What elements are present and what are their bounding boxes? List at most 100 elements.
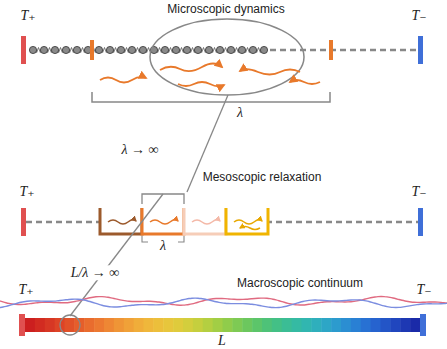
hot-bath <box>19 314 25 336</box>
bead <box>183 46 190 53</box>
fluctuation-wave <box>0 298 447 308</box>
temperature-label: T₊ <box>18 184 35 199</box>
bead <box>260 46 267 53</box>
cold-bath <box>418 36 423 64</box>
temperature-segment <box>311 318 321 332</box>
bead <box>29 46 36 53</box>
wave-arrow <box>240 69 300 74</box>
zoom-line <box>70 194 163 316</box>
temperature-segment <box>173 318 183 332</box>
hot-bath <box>21 36 26 64</box>
length-bracket <box>92 92 330 102</box>
wave-arrow <box>192 220 220 224</box>
drawing-part <box>25 318 421 332</box>
temperature-label: T₋ <box>415 282 432 297</box>
cell-wall <box>329 40 333 60</box>
temperature-segment <box>282 318 292 332</box>
temperature-segment <box>331 318 341 332</box>
bead <box>216 46 223 53</box>
temperature-segment <box>213 318 223 332</box>
temperature-segment <box>381 318 391 332</box>
temperature-segment <box>232 318 242 332</box>
drawing-part <box>0 297 447 308</box>
temperature-segment <box>193 318 203 332</box>
cell-wall <box>90 40 94 60</box>
wave-arrow <box>290 80 320 84</box>
temperature-segment <box>262 318 272 332</box>
hot-bath <box>21 208 26 236</box>
temperature-segment <box>361 318 371 332</box>
temperature-segment <box>25 318 35 332</box>
temperature-segment <box>252 318 262 332</box>
temperature-segment <box>144 318 154 332</box>
wave-arrow <box>100 77 146 83</box>
meso-cell <box>226 208 268 234</box>
wave-arrow <box>108 220 136 224</box>
scale-label: L <box>217 333 227 348</box>
temperature-segment <box>371 318 381 332</box>
scale-label: λ <box>236 105 244 120</box>
temperature-segment <box>84 318 94 332</box>
cell-bracket <box>142 236 148 242</box>
temperature-segment <box>321 318 331 332</box>
panel-title: Mesoscopic relaxation <box>202 171 323 184</box>
cell-bracket <box>142 194 184 204</box>
bead <box>227 46 234 53</box>
temperature-segment <box>134 318 144 332</box>
scale-label: λ → ∞ <box>120 142 159 157</box>
temperature-segment <box>302 318 312 332</box>
temperature-segment <box>45 318 55 332</box>
temperature-segment <box>163 318 173 332</box>
temperature-segment <box>153 318 163 332</box>
wave-arrow <box>150 220 178 224</box>
drawing-part <box>100 208 268 234</box>
temperature-segment <box>390 318 400 332</box>
temperature-label: T₋ <box>410 8 427 23</box>
bead <box>139 46 146 53</box>
cold-bath <box>418 208 423 236</box>
temperature-segment <box>242 318 252 332</box>
wave-arrow <box>178 82 224 86</box>
temperature-segment <box>203 318 213 332</box>
scale-label: λ <box>159 238 167 253</box>
temperature-segment <box>104 318 114 332</box>
temperature-segment <box>114 318 124 332</box>
wave-arrow <box>160 64 222 72</box>
bead <box>172 46 179 53</box>
temperature-segment <box>65 318 75 332</box>
temperature-segment <box>35 318 45 332</box>
temperature-segment <box>341 318 351 332</box>
temperature-segment <box>400 318 410 332</box>
meso-cell <box>184 208 226 234</box>
bead <box>205 46 212 53</box>
drawing-part <box>29 46 267 53</box>
bead <box>73 46 80 53</box>
temperature-segment <box>183 318 193 332</box>
scale-label: L/λ → ∞ <box>70 265 121 280</box>
temperature-segment <box>124 318 134 332</box>
bead <box>51 46 58 53</box>
zoom-circle <box>60 315 80 335</box>
panel-title: Macroscopic continuum <box>236 277 364 290</box>
dashed-chain <box>270 49 418 52</box>
panel-title: Microscopic dynamics <box>166 3 285 16</box>
wave-arrow <box>234 220 262 224</box>
wave-arrow <box>240 227 260 230</box>
cold-bath <box>420 314 426 336</box>
bead <box>194 46 201 53</box>
temperature-segment <box>223 318 233 332</box>
bead <box>128 46 135 53</box>
bead <box>40 46 47 53</box>
temperature-segment <box>410 318 420 332</box>
meso-cell <box>142 208 184 234</box>
temperature-segment <box>272 318 282 332</box>
temperature-label: T₊ <box>19 8 36 23</box>
bead <box>238 46 245 53</box>
bead <box>117 46 124 53</box>
temperature-label: T₊ <box>17 282 34 297</box>
cell-bracket <box>178 236 184 242</box>
fluctuation-wave <box>0 297 447 306</box>
zoom-ellipse <box>150 19 304 95</box>
